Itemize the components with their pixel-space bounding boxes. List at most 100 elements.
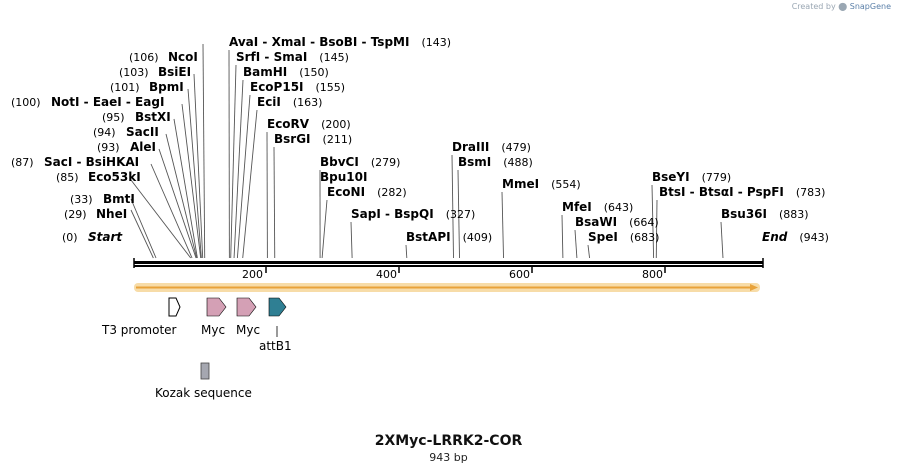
feature-label-myc: Myc xyxy=(201,323,225,337)
site-position: (87) xyxy=(11,156,34,169)
myc-tag-arrow-icon xyxy=(236,297,257,317)
site-label: Bpu10I xyxy=(320,170,367,184)
site-leader-line xyxy=(350,221,353,259)
site-position: (664) xyxy=(629,216,659,229)
site-position: (150) xyxy=(299,66,329,79)
feature-label-t3-promoter: T3 promoter xyxy=(101,323,177,337)
site-label: BamHI xyxy=(243,65,287,79)
site-position: (0) xyxy=(62,231,78,244)
site-position: (101) xyxy=(110,81,140,94)
site-label: EciI xyxy=(257,95,281,109)
site-label: EcoP15I xyxy=(250,80,304,94)
site-leader-line xyxy=(165,133,198,259)
site-leader-line xyxy=(130,209,154,259)
site-leader-line xyxy=(451,154,454,259)
site-leader-line xyxy=(273,146,276,259)
orf-arrow-icon xyxy=(750,284,758,291)
site-leader-line xyxy=(501,191,504,259)
site-position: (279) xyxy=(371,156,401,169)
site-label: SrfI - SmaI xyxy=(236,50,307,64)
kozak-sequence-box xyxy=(200,362,210,380)
site-label: SapI - BspQI xyxy=(351,207,434,221)
site-label: EcoNI xyxy=(327,185,365,199)
site-position: (143) xyxy=(421,36,451,49)
site-position: (327) xyxy=(446,208,476,221)
site-leader-line xyxy=(242,109,258,259)
site-position: (106) xyxy=(129,51,159,64)
site-leader-line xyxy=(193,73,204,259)
site-label: Eco53kI xyxy=(88,170,141,184)
site-leader-line xyxy=(173,118,198,259)
site-label: Start xyxy=(88,230,123,244)
site-position: (145) xyxy=(319,51,349,64)
site-position: (683) xyxy=(630,231,660,244)
site-position: (943) xyxy=(799,231,829,244)
site-leader-line xyxy=(321,199,328,259)
site-leader-line xyxy=(655,199,658,259)
site-label: BseYI xyxy=(652,170,690,184)
site-leader-line xyxy=(130,179,192,259)
site-leader-line xyxy=(236,94,251,259)
site-label: BsaWI xyxy=(575,215,617,229)
site-position: (155) xyxy=(316,81,346,94)
site-label: SacI - BsiHKAI xyxy=(44,155,139,169)
snapgene-logo-icon: ⬤ xyxy=(838,2,848,11)
site-label: AvaI - XmaI - BsoBI - TspMI xyxy=(229,35,409,49)
site-label: DraIII xyxy=(452,140,489,154)
ruler-tick-label: 200 xyxy=(242,268,263,281)
site-leader-line xyxy=(561,214,564,259)
watermark-brand: SnapGene xyxy=(849,2,891,11)
site-position: (93) xyxy=(97,141,120,154)
site-label: BmtI xyxy=(103,192,135,206)
myc-tag-arrow-icon xyxy=(206,297,227,317)
backbone-bottom xyxy=(134,265,763,267)
site-leader-line xyxy=(150,163,193,259)
site-leader-line xyxy=(233,79,244,259)
site-leader-line xyxy=(158,148,197,259)
site-label: End xyxy=(762,230,788,244)
site-label: AleI xyxy=(130,140,156,154)
site-label: NcoI xyxy=(168,50,198,64)
site-label: BbvCI xyxy=(320,155,359,169)
site-label: MfeI xyxy=(562,200,592,214)
site-leader-line xyxy=(230,64,237,259)
watermark-prefix: Created by xyxy=(791,2,836,11)
attb1-arrow-icon xyxy=(268,297,287,317)
ruler: 200 400 600 800 xyxy=(242,266,666,281)
site-label: MmeI xyxy=(502,177,539,191)
site-label: SpeI xyxy=(588,230,618,244)
site-label: BsmI xyxy=(458,155,491,169)
site-position: (883) xyxy=(779,208,809,221)
feature-label-kozak-sequence: Kozak sequence xyxy=(155,386,252,400)
site-position: (643) xyxy=(604,201,634,214)
site-position: (163) xyxy=(293,96,323,109)
plasmid-title: 2XMyc-LRRK2-COR xyxy=(374,433,523,449)
site-leader-line xyxy=(181,103,202,259)
site-label: Bsu36I xyxy=(721,207,767,221)
site-leader-line xyxy=(405,244,408,259)
backbone-top xyxy=(134,261,763,264)
ruler-tick-label: 800 xyxy=(642,268,663,281)
ruler-tick-label: 600 xyxy=(509,268,530,281)
site-position: (211) xyxy=(323,133,353,146)
site-position: (94) xyxy=(93,126,116,139)
site-label: NheI xyxy=(96,207,127,221)
site-label: BstAPI xyxy=(406,230,451,244)
site-position: (554) xyxy=(551,178,581,191)
site-position: (779) xyxy=(702,171,732,184)
site-label: SacII xyxy=(126,125,159,139)
plasmid-length: 943 bp xyxy=(429,451,468,464)
site-position: (33) xyxy=(70,193,93,206)
watermark: Created by ⬤ SnapGene xyxy=(792,2,891,11)
site-label: EcoRV xyxy=(267,117,310,131)
site-position: (29) xyxy=(64,208,87,221)
site-position: (282) xyxy=(377,186,407,199)
site-label: NotI - EaeI - EagI xyxy=(51,95,164,109)
ruler-tick-label: 400 xyxy=(376,268,397,281)
site-label: BpmI xyxy=(149,80,184,94)
site-position: (85) xyxy=(56,171,79,184)
site-position: (103) xyxy=(119,66,149,79)
site-label: BtsI - BtsαI - PspFI xyxy=(659,185,784,199)
site-leader-line xyxy=(457,169,460,259)
site-position: (100) xyxy=(11,96,41,109)
